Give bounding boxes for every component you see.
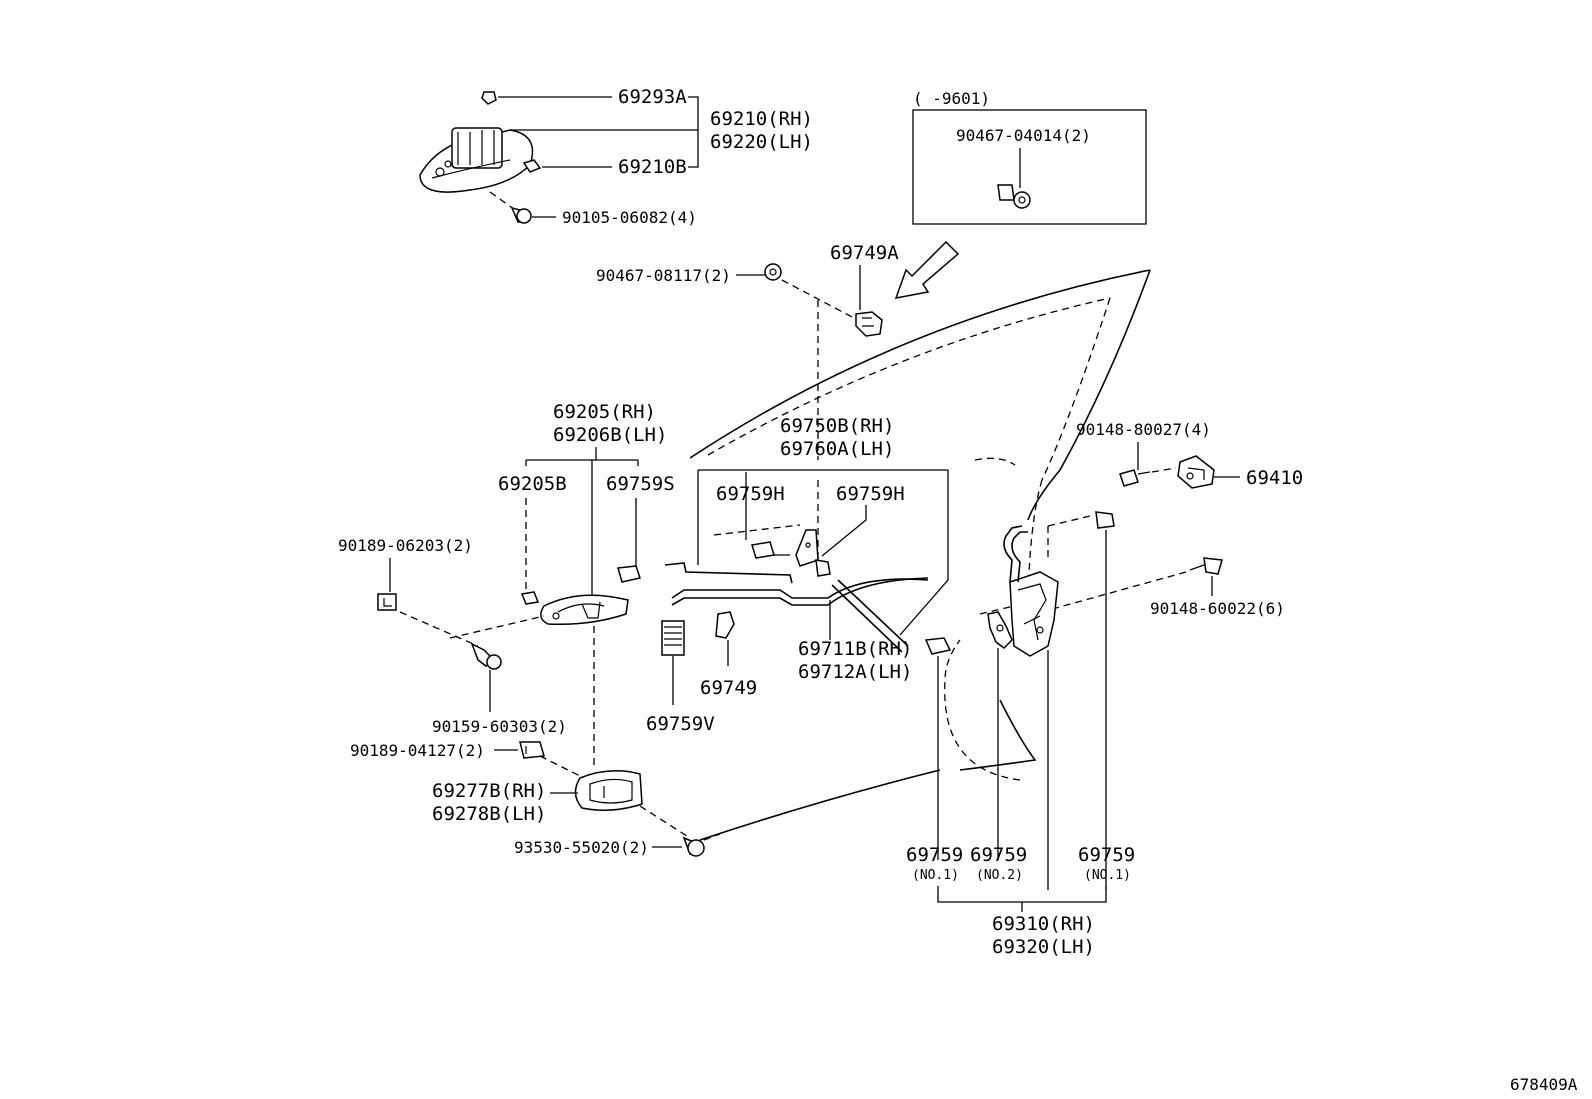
label-69711B-rh: 69711B(RH)	[798, 638, 912, 660]
label-69759-no2: 69759	[970, 844, 1027, 866]
clip-69759S-icon	[617, 565, 641, 583]
label-90159-60303: 90159-60303(2)	[432, 717, 567, 736]
label-69277B-rh: 69277B(RH)	[432, 780, 546, 802]
door-outline	[689, 269, 1151, 841]
label-69760A-lh: 69760A(LH)	[780, 438, 894, 460]
screw-69293A-icon	[481, 91, 497, 105]
screw-69210B-icon	[522, 159, 542, 173]
label-69210B: 69210B	[618, 156, 687, 178]
label-69210-rh: 69210(RH)	[710, 108, 813, 130]
label-69749A: 69749A	[830, 242, 899, 264]
label-serial-9601: ( -9601)	[913, 89, 990, 108]
bolt-90105-icon	[510, 206, 532, 224]
door-lock-69310-icon	[1003, 525, 1059, 657]
inset-box	[912, 109, 1147, 225]
label-90148-80027: 90148-80027(4)	[1076, 420, 1211, 439]
clip-69759H-b-icon	[815, 559, 831, 577]
label-69759-no1-left: 69759	[906, 844, 963, 866]
label-90467-08117: 90467-08117(2)	[596, 266, 731, 285]
label-69293A: 69293A	[618, 86, 687, 108]
inside-handle-69205-icon	[540, 594, 629, 626]
label-69278B-lh: 69278B(LH)	[432, 803, 546, 825]
label-69759-no1-left-sub: (NO.1)	[912, 868, 959, 883]
clip-69759-no1-right-icon	[1095, 511, 1115, 529]
screw-90148-80027-icon	[1119, 469, 1151, 487]
label-69759S: 69759S	[606, 473, 675, 495]
clip-90467-04014-icon	[997, 184, 1031, 209]
lever-bracket-icon	[795, 529, 819, 567]
outside-handle-assembly	[419, 127, 534, 193]
part-69749A-icon	[855, 311, 883, 337]
striker-69410-icon	[1177, 455, 1215, 489]
label-69750B-rh: 69750B(RH)	[780, 415, 894, 437]
nut-90189-06203-icon	[377, 593, 397, 611]
direction-arrow-icon	[894, 240, 960, 299]
label-69205B: 69205B	[498, 473, 567, 495]
label-90189-04127: 90189-04127(2)	[350, 741, 485, 760]
label-69759-no2-sub: (NO.2)	[976, 868, 1023, 883]
label-93530-55020: 93530-55020(2)	[514, 838, 649, 857]
nut-90189-04127-icon	[519, 741, 545, 759]
label-90189-06203: 90189-06203(2)	[338, 536, 473, 555]
label-69320-lh: 69320(LH)	[992, 936, 1095, 958]
screw-93530-icon	[682, 836, 705, 857]
label-69712A-lh: 69712A(LH)	[798, 661, 912, 683]
label-69759V: 69759V	[646, 713, 715, 735]
label-69310-rh: 69310(RH)	[992, 913, 1095, 935]
handle-bezel-69277B-icon	[574, 770, 643, 811]
label-69749: 69749	[700, 677, 757, 699]
clip-90467-08117-icon	[764, 263, 782, 281]
screw-69205B-icon	[520, 591, 540, 605]
screw-90159-60303-icon	[470, 642, 502, 670]
label-90148-60022: 90148-60022(6)	[1150, 599, 1285, 618]
clip-69759-no2-icon	[987, 611, 1013, 649]
label-90467-04014: 90467-04014(2)	[956, 126, 1091, 145]
label-69759-no1-right-sub: (NO.1)	[1084, 868, 1131, 883]
label-90105-06082: 90105-06082(4)	[562, 208, 697, 227]
clip-69749-icon	[715, 611, 735, 639]
clip-69759-no1-left-icon	[924, 637, 952, 655]
pad-69759V-icon	[661, 620, 685, 656]
label-69759-no1-right: 69759	[1078, 844, 1135, 866]
clip-69759H-a-icon	[751, 541, 775, 559]
label-69205-rh: 69205(RH)	[553, 401, 656, 423]
label-69759H-b: 69759H	[836, 483, 905, 505]
label-69759H-a: 69759H	[716, 483, 785, 505]
label-69410: 69410	[1246, 467, 1303, 489]
label-69206B-lh: 69206B(LH)	[553, 424, 667, 446]
bolt-90148-60022-icon	[1189, 557, 1223, 575]
diagram-id: 678409A	[1510, 1075, 1578, 1094]
label-69220-lh: 69220(LH)	[710, 131, 813, 153]
